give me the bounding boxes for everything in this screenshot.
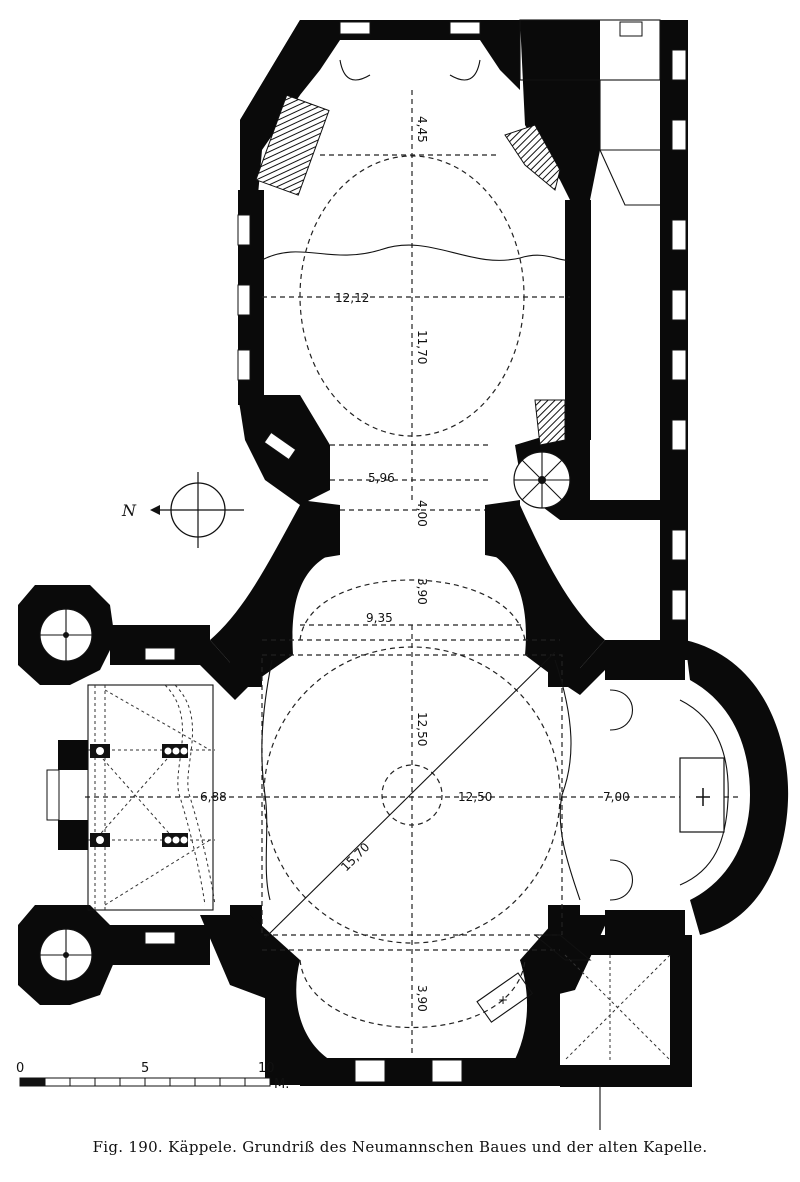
choir-walls [238, 20, 600, 520]
dim-rotunda-length: 12,50 [415, 712, 429, 746]
dim-choir-width: 12,12 [335, 291, 369, 305]
scale-bar: 0 5 10 M. [16, 1061, 289, 1092]
east-apse [605, 640, 789, 940]
dim-north-arm-width: 9,35 [366, 611, 393, 625]
choir-windows [237, 21, 481, 461]
column-bases [90, 744, 188, 847]
west-vestibule [18, 585, 216, 1005]
dim-choir-depth: 4,45 [415, 116, 429, 143]
dim-rotunda-width: 12,50 [458, 790, 492, 804]
annex-walls [519, 19, 688, 660]
dim-choir-length: 11,70 [415, 330, 429, 364]
dim-passage-width: 5,96 [368, 471, 395, 485]
spiral-stair-choir [513, 451, 571, 509]
scale-unit: M. [274, 1077, 289, 1092]
scale-tick-10: 10 [258, 1061, 275, 1076]
north-arrow: N [121, 472, 244, 548]
dim-passage-length: 4,00 [415, 500, 429, 527]
dim-north-arm-depth: 3,90 [415, 578, 429, 605]
arrow-head-icon [150, 505, 160, 515]
dim-west-width: 6,88 [200, 790, 227, 804]
dim-diagonal: 15,70 [338, 840, 372, 874]
altar [679, 757, 725, 833]
figure-caption: Fig. 190. Käppele. Grundriß des Neumanns… [92, 1138, 708, 1156]
dim-east-width: 7,00 [603, 790, 630, 804]
scale-tick-5: 5 [141, 1061, 149, 1076]
floor-plan: + 4,45 12,12 11,70 5,96 4,00 3,90 9,35 1… [16, 19, 789, 1130]
svg-text:+: + [498, 993, 508, 1007]
north-arm [210, 505, 605, 685]
south-arm: + [265, 934, 692, 1130]
north-label: N [121, 501, 137, 520]
scale-tick-0: 0 [16, 1061, 24, 1076]
choir-interior-lines [261, 59, 570, 500]
dim-south-arm-depth: 3,90 [415, 985, 429, 1012]
